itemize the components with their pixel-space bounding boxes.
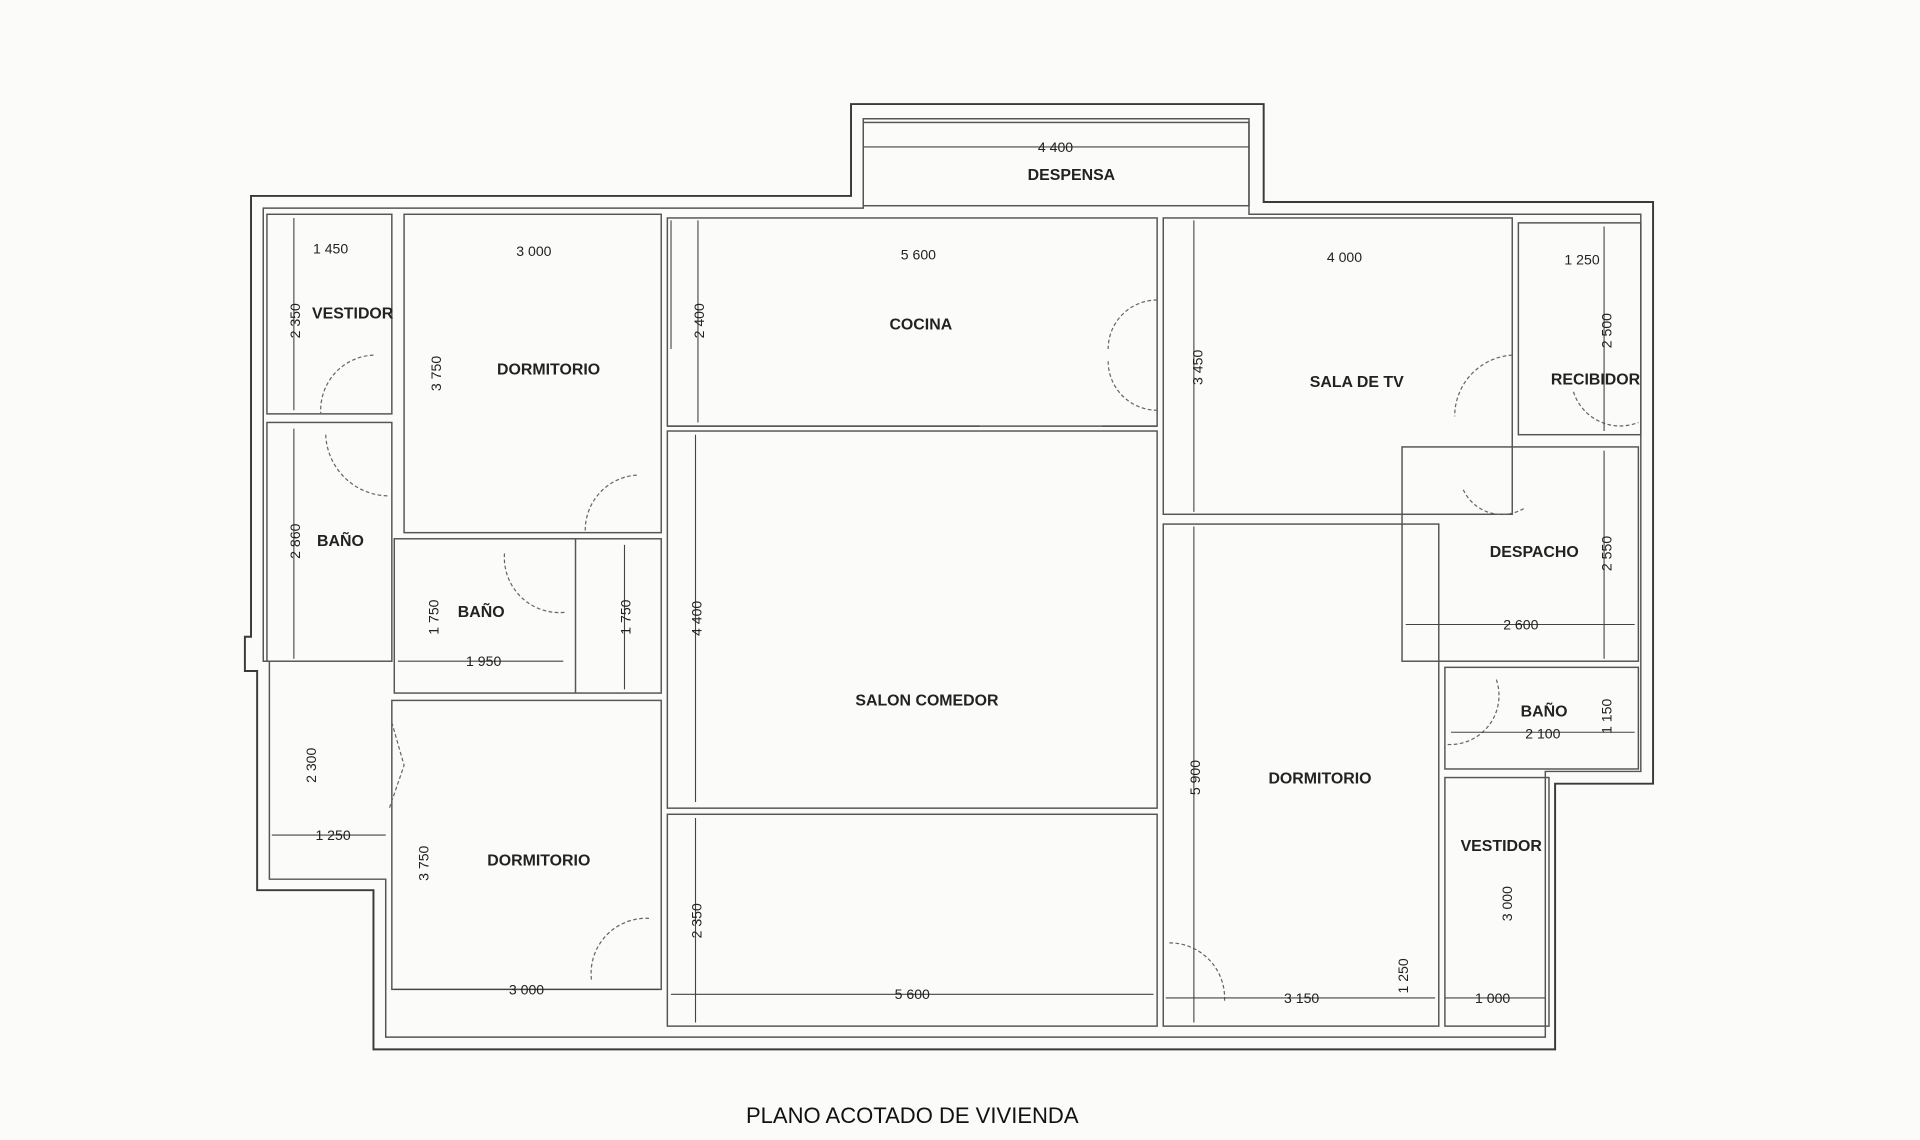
dimension-label: 1 750 — [425, 599, 441, 634]
room-label-bano: BAÑO — [458, 601, 505, 621]
room-label-sala-de-tv: SALA DE TV — [1310, 374, 1404, 391]
room-label-vestidor: VESTIDOR — [1461, 838, 1543, 855]
dimension-label: 2 860 — [287, 523, 303, 558]
dimension-label: 3 750 — [416, 845, 432, 880]
room-label-despensa: DESPENSA — [1028, 167, 1116, 184]
room-label-dormitorio: DORMITORIO — [487, 853, 590, 870]
dimension-label: 2 350 — [287, 303, 303, 338]
dimension-label: 2 550 — [1598, 536, 1614, 571]
dimension-label: 5 900 — [1187, 760, 1203, 795]
dimension-label: 3 750 — [428, 356, 444, 391]
dimension-label: 3 000 — [509, 981, 544, 997]
room-label-bano: BAÑO — [1521, 700, 1568, 720]
room-walls — [266, 121, 1642, 1027]
dimension-label: 1 950 — [466, 653, 501, 669]
dimension-label: 1 150 — [1598, 699, 1614, 734]
dimension-label: 1 250 — [1395, 958, 1411, 993]
door-swings — [320, 299, 1639, 1002]
room-label-bano: BAÑO — [317, 530, 364, 550]
dimension-label: 1 250 — [1564, 251, 1599, 267]
dimension-label: 1 250 — [315, 827, 350, 843]
dimension-label: 2 100 — [1525, 725, 1560, 741]
dimension-label: 4 400 — [689, 601, 705, 636]
dimension-label: 4 400 — [1038, 139, 1073, 155]
dimension-label: 3 450 — [1189, 350, 1205, 385]
room-label-dormitorio: DORMITORIO — [497, 362, 600, 379]
room-label-despacho: DESPACHO — [1490, 544, 1579, 561]
dimension-lines — [271, 146, 1635, 1023]
dimension-label: 2 600 — [1503, 616, 1538, 632]
dimension-label: 2 400 — [691, 303, 707, 338]
dimension-label: 4 000 — [1327, 249, 1362, 265]
dimension-label: 3 000 — [1499, 886, 1515, 921]
room-label-dormitorio: DORMITORIO — [1268, 771, 1371, 788]
room-label-vestidor: VESTIDOR — [312, 305, 394, 322]
dimension-label: 1 000 — [1475, 990, 1510, 1006]
dimension-label: 2 500 — [1598, 313, 1614, 348]
dimension-label: 1 450 — [313, 240, 348, 256]
dimension-label: 3 150 — [1284, 990, 1319, 1006]
outer-wall — [243, 103, 1655, 1051]
room-label-salon-comedor: SALON COMEDOR — [855, 692, 999, 709]
dimension-label: 3 000 — [516, 243, 551, 259]
outer-wall-inner — [262, 118, 1642, 1038]
room-label-cocina: COCINA — [889, 316, 952, 333]
dimension-label: 1 750 — [618, 599, 634, 634]
dimension-labels: 4 400 1 450 3 000 5 600 4 000 1 250 1 95… — [287, 139, 1614, 1006]
dimension-label: 2 300 — [303, 748, 319, 783]
dimension-label: 5 600 — [901, 247, 936, 263]
plan-title: PLANO ACOTADO DE VIVIENDA — [746, 1103, 1079, 1128]
room-label-recibidor: RECIBIDOR — [1551, 371, 1641, 388]
dimension-label: 2 350 — [689, 903, 705, 938]
dimension-label: 5 600 — [895, 986, 930, 1002]
